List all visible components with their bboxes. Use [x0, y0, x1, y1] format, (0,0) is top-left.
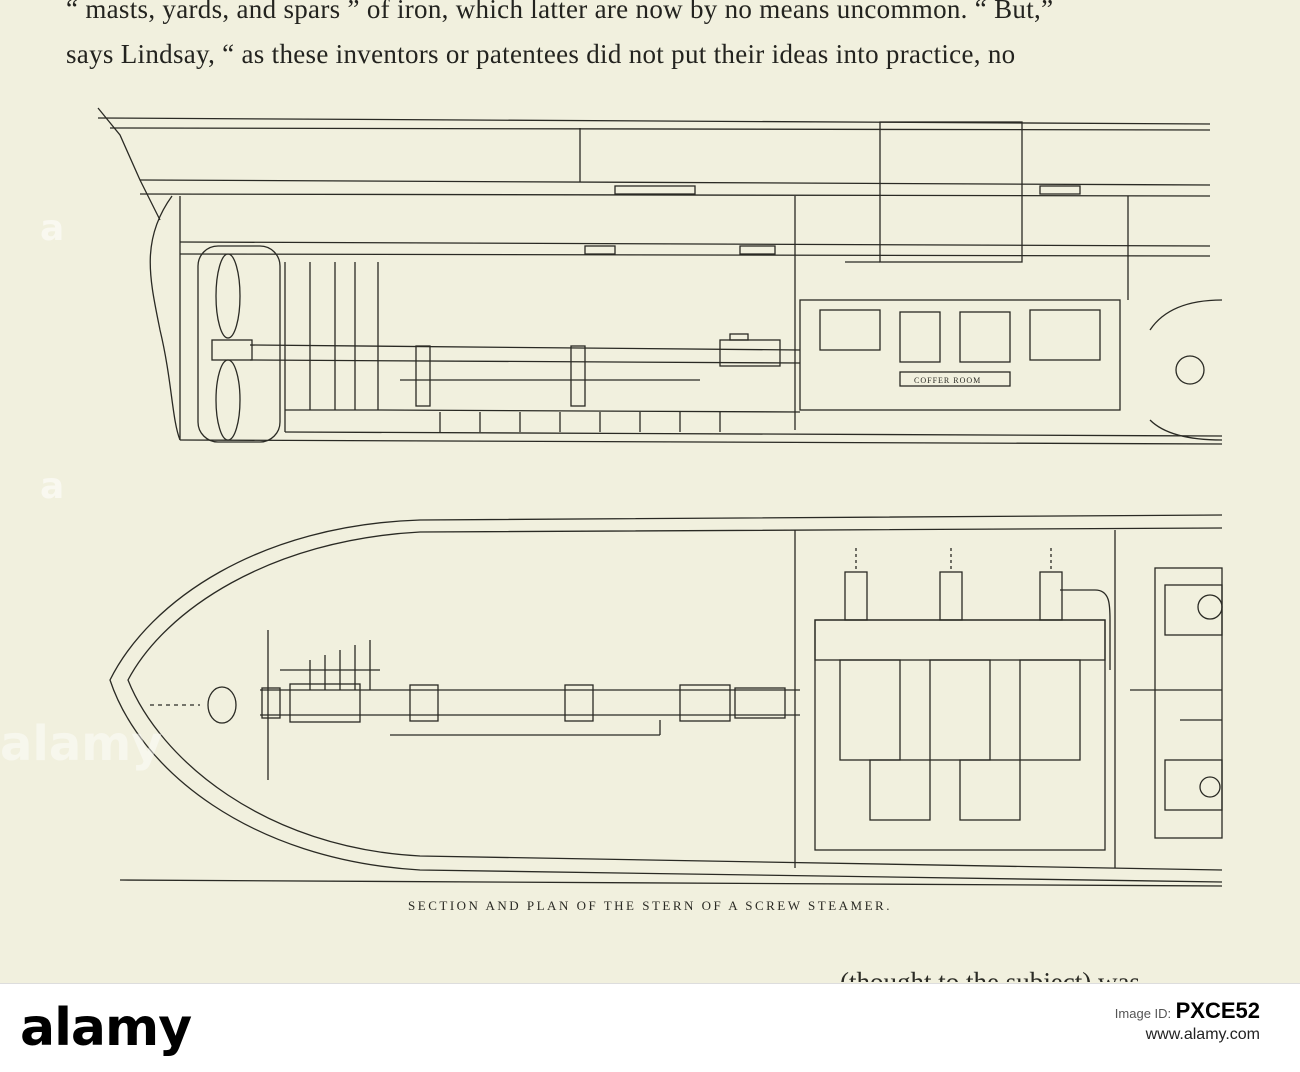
section-elevation: [97, 107, 1223, 445]
keel-inner: [284, 431, 1223, 437]
alamy-logo-text: alamy: [20, 998, 192, 1058]
plummer-block-2: [570, 345, 586, 407]
main-deck-b: [139, 193, 1211, 197]
keel: [179, 439, 1223, 445]
stern-rake: [97, 107, 161, 221]
shaft-bottom: [249, 359, 801, 364]
plan-propeller: [207, 686, 237, 724]
image-id-value: PXCE52: [1175, 998, 1260, 1023]
plummer-block-1: [415, 345, 431, 407]
thrust-block: [719, 339, 781, 367]
lower-deck-b: [179, 253, 1211, 257]
boiler-porthole: [1175, 355, 1205, 385]
plan-boiler-room: [1154, 567, 1223, 839]
cut-off-text: (thought to the subject) was: [840, 967, 1140, 982]
propeller-hub: [211, 339, 253, 361]
upper-deck: [97, 117, 1211, 125]
document-page: “ masts, yards, and spars ” of iron, whi…: [0, 0, 1250, 982]
ship-engineering-drawing: COFFER ROOM: [97, 107, 1223, 887]
propeller-blade-lower: [215, 359, 241, 441]
cylinder-1: [844, 571, 868, 621]
figure-caption: SECTION AND PLAN OF THE STERN OF A SCREW…: [408, 898, 892, 913]
shaft-top: [249, 344, 801, 351]
stock-photo-banner: alamy Image ID: PXCE52 www.alamy.com: [0, 983, 1300, 1072]
text-line-1: “ masts, yards, and spars ” of iron, whi…: [66, 0, 1054, 24]
plan-thrust-block: [679, 684, 731, 722]
hull-outline: [109, 514, 1223, 883]
propeller-aperture: [197, 245, 281, 443]
cylinder-3: [1039, 571, 1063, 621]
image-id-row: Image ID: PXCE52: [1115, 998, 1260, 1024]
propeller-blade-upper: [215, 253, 241, 339]
image-id-block: Image ID: PXCE52 www.alamy.com: [1115, 998, 1260, 1044]
plan-view: [109, 514, 1223, 887]
cylinder-2: [939, 571, 963, 621]
coffer-room-box: [899, 371, 1011, 387]
main-deck: [139, 179, 1211, 186]
cut-off-text-line: (thought to the subject) was: [300, 960, 1250, 982]
lower-deck: [179, 241, 1211, 247]
engine-section: [799, 299, 1121, 411]
image-id-label: Image ID:: [1114, 1006, 1172, 1021]
trunk: [879, 121, 1023, 263]
text-line-2: says Lindsay, “ as these inventors or pa…: [66, 39, 1016, 69]
stern-post: [149, 195, 181, 441]
upper-deck-inner: [109, 127, 1211, 131]
alamy-url-link[interactable]: www.alamy.com: [1145, 1026, 1260, 1043]
section-label-coffer-room: COFFER ROOM: [914, 376, 981, 385]
alamy-logo[interactable]: alamy: [20, 998, 192, 1058]
